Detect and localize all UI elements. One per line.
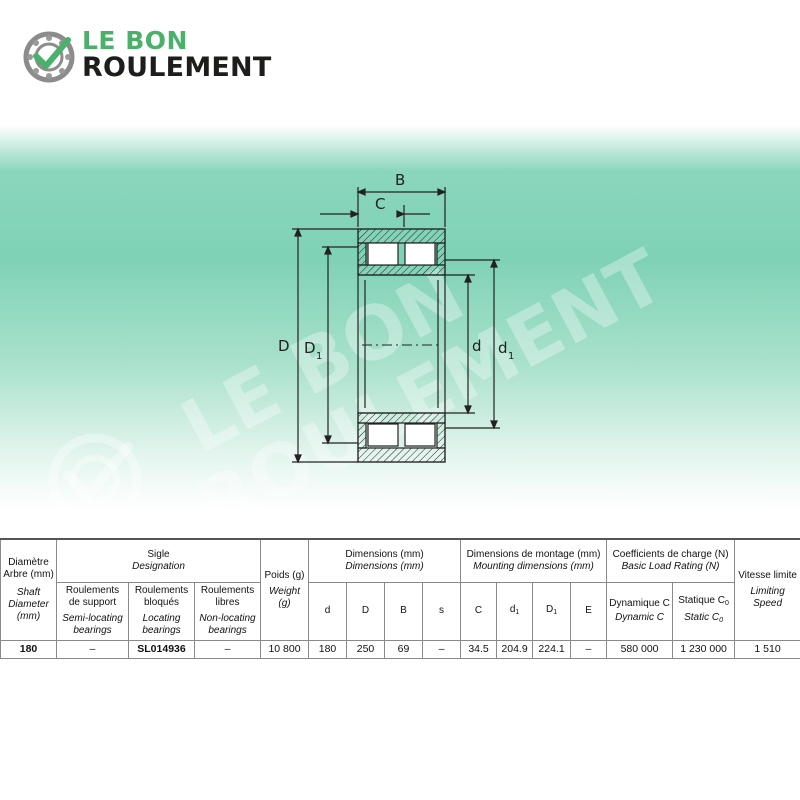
brand-wordmark: LE BON ROULEMENT: [82, 28, 271, 82]
cell-C: 34.5: [460, 639, 498, 659]
dim-label-C: C: [375, 195, 385, 213]
col-locating: Roulements bloqués Locating bearings: [128, 581, 195, 641]
cell-D: 250: [346, 639, 386, 659]
dim-label-B: B: [395, 171, 405, 189]
col-dim-s: s: [422, 581, 462, 641]
col-mnt-C: C: [460, 581, 498, 641]
bearing-check-icon: [23, 31, 75, 83]
col-dim-D: D: [346, 581, 386, 641]
dim-label-d1: d: [498, 339, 508, 357]
col-semi-locating: Roulements de support Semi-locating bear…: [56, 581, 129, 641]
col-dim-d: d: [308, 581, 348, 641]
cell-non-locating: –: [193, 639, 262, 659]
cell-semi-locating: –: [56, 639, 129, 659]
cell-dynamic: 580 000: [606, 639, 674, 659]
col-shaft-diameter: Diamètre Arbre (mm) Shaft Diameter (mm): [0, 538, 57, 641]
brand-logo: LE BON ROULEMENT: [22, 26, 302, 88]
dim-label-D1: D: [304, 339, 316, 357]
col-limiting-speed: Vitesse limite Limiting Speed: [734, 538, 800, 641]
col-designation: Sigle Designation: [55, 538, 262, 583]
dim-label-d1-sub: 1: [508, 351, 514, 362]
col-static: Statique C0 Static C0: [672, 581, 736, 641]
cell-d1: 204.9: [496, 639, 534, 659]
col-mnt-E: E: [570, 581, 608, 641]
bearing-cross-section-drawing: B C D D 1 d d 1: [278, 171, 514, 464]
dim-label-d: d: [472, 337, 482, 355]
col-load-rating: Coefficients de charge (N) Basic Load Ra…: [606, 538, 736, 583]
bearing-spec-table: Diamètre Arbre (mm) Shaft Diameter (mm) …: [0, 538, 800, 659]
dim-label-D1-sub: 1: [316, 351, 322, 362]
col-dim-B: B: [384, 581, 424, 641]
dim-label-D: D: [278, 337, 290, 355]
cell-static: 1 230 000: [672, 639, 736, 659]
cell-s: –: [422, 639, 462, 659]
col-mnt-d1: d1: [496, 581, 534, 641]
col-dimensions: Dimensions (mm) Dimensions (mm): [308, 538, 462, 583]
table-row: 180 – SL014936 – 10 800 180 250 69 – 34.…: [0, 639, 800, 659]
cell-B: 69: [384, 639, 424, 659]
cell-speed: 1 510: [734, 639, 800, 659]
col-dynamic: Dynamique C Dynamic C: [606, 581, 674, 641]
cell-locating: SL014936: [128, 639, 195, 659]
brand-line2: ROULEMENT: [82, 52, 272, 83]
cell-shaft: 180: [0, 639, 57, 659]
brand-line1: LE BON: [82, 26, 188, 55]
cell-D1: 224.1: [532, 639, 572, 659]
col-weight: Poids (g) Weight (g): [260, 538, 310, 641]
cell-d: 180: [308, 639, 348, 659]
col-mounting-dimensions: Dimensions de montage (mm) Mounting dime…: [460, 538, 608, 583]
cell-E: –: [570, 639, 608, 659]
col-mnt-D1: D1: [532, 581, 572, 641]
cell-weight: 10 800: [260, 639, 310, 659]
col-non-locating: Roulements libres Non-locating bearings: [193, 581, 262, 641]
